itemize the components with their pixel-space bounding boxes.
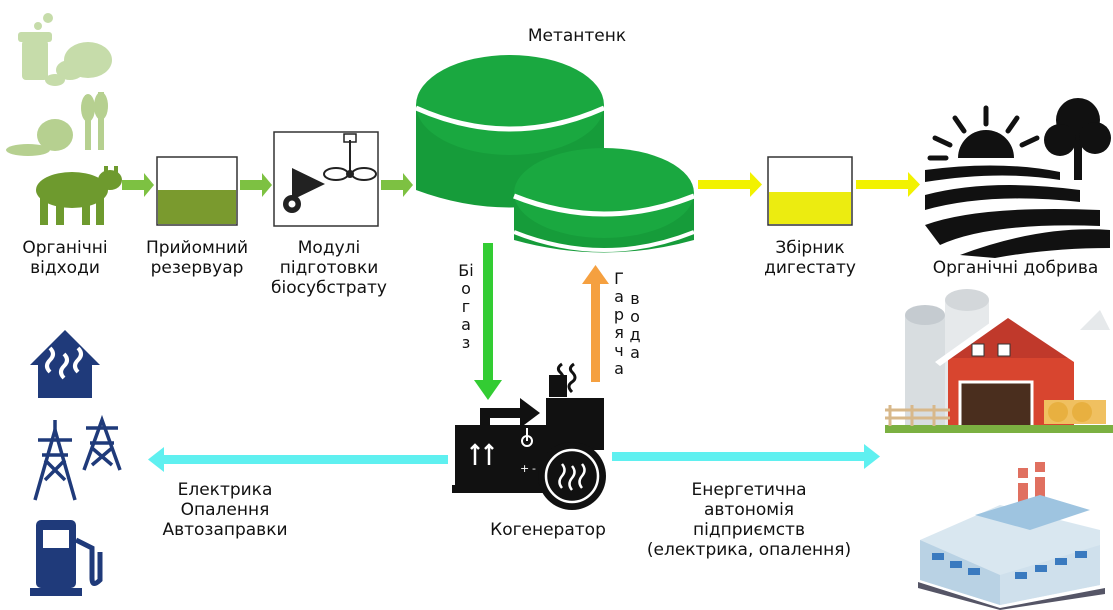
cogenerator-icon: + - <box>452 362 606 510</box>
power-line-icon <box>33 414 122 501</box>
hot-water-arrow <box>582 265 609 382</box>
flow-arrow-waste-to-tank <box>122 173 154 197</box>
factory-icon <box>918 462 1105 610</box>
flow-arrow-collector-to-fertilizer <box>856 172 920 197</box>
digestate-collector-icon <box>767 156 853 226</box>
label-receiving-tank: Прийомний резервуар <box>145 238 249 278</box>
label-organic-fertilizer: Органічні добрива <box>932 258 1099 278</box>
label-organic-waste: Органічні відходи <box>22 238 108 278</box>
label-digester: Метантенк <box>527 26 627 46</box>
receiving-tank-icon <box>156 156 238 226</box>
flow-arrow-tank-to-modules <box>240 173 272 197</box>
label-cogenerator: Когенератор <box>490 520 606 540</box>
label-hot-water-1: Гаряча <box>613 269 625 378</box>
label-prep-modules: Модулі підготовки біосубстрату <box>271 238 387 298</box>
house-heating-icon <box>30 330 100 398</box>
organic-waste-icon <box>6 13 122 225</box>
fertilizer-field-icon <box>925 98 1111 258</box>
digester-icon <box>414 55 695 253</box>
fuel-pump-icon <box>30 520 103 596</box>
output-arrow-left <box>148 447 448 472</box>
label-left-outputs: Електрика Опалення Автозаправки <box>162 480 288 540</box>
flow-arrow-modules-to-digester <box>381 173 413 197</box>
label-biogas: Біогаз <box>458 261 474 352</box>
flow-arrow-digester-to-collector <box>698 172 762 197</box>
svg-text:+: + <box>520 462 529 475</box>
farm-icon <box>885 289 1113 433</box>
svg-text:-: - <box>532 462 536 475</box>
label-hot-water-2: вода <box>629 289 641 362</box>
prep-modules-icon <box>273 131 379 227</box>
output-arrow-right <box>612 444 880 469</box>
biogas-arrow <box>474 243 502 400</box>
label-right-outputs: Енергетична автономія підприємств (елект… <box>646 480 852 560</box>
label-digestate-collector: Збірник дигестату <box>764 238 856 278</box>
